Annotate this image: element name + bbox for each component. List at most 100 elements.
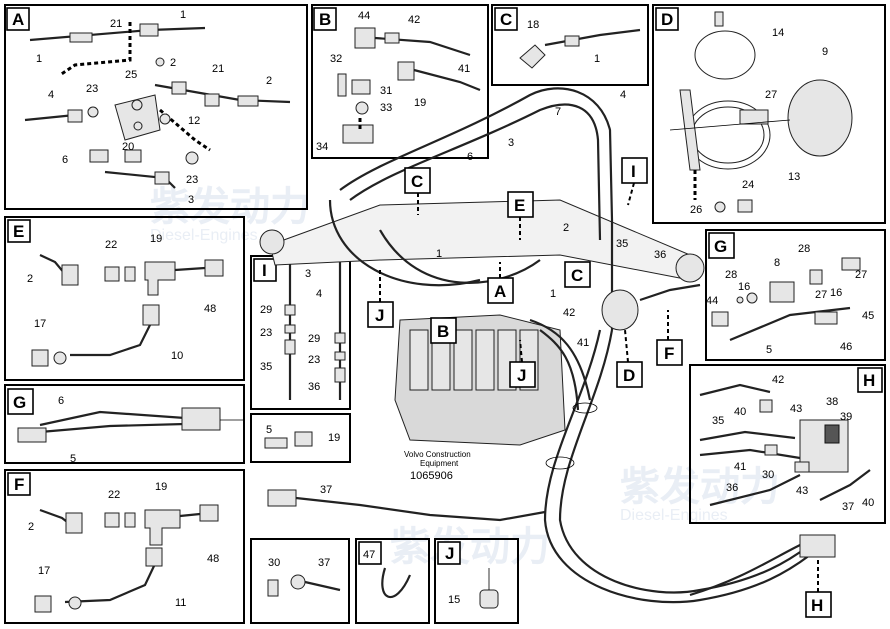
- callout: 16: [830, 287, 842, 299]
- callout: 4: [620, 89, 626, 101]
- callout: 36: [726, 482, 738, 494]
- callout: 39: [840, 411, 852, 423]
- watermark-sub: Diesel-Engines: [620, 507, 728, 524]
- panel-30-37: 30 37: [250, 538, 350, 624]
- panel-e-tag: E: [13, 222, 24, 241]
- callout: 43: [790, 403, 802, 415]
- callout: 2: [27, 273, 33, 285]
- callout: 42: [563, 307, 575, 319]
- callout: 30: [268, 557, 280, 569]
- main-tag-b: B: [437, 322, 449, 341]
- callout: 27: [765, 89, 777, 101]
- callout: 19: [150, 233, 162, 245]
- callout: 2: [563, 222, 569, 234]
- main-tag-c2: C: [571, 266, 583, 285]
- callout: 19: [328, 432, 340, 444]
- callout: 16: [738, 281, 750, 293]
- panel-g-tag: G: [13, 393, 26, 412]
- caption-line1: Volvo Construction: [404, 450, 471, 459]
- callout: 19: [414, 97, 426, 109]
- panel-b: B 44 42 32 31 33 41 19 34: [311, 4, 489, 159]
- callout: 48: [207, 553, 219, 565]
- panel-g-left: G 6 5: [4, 384, 245, 465]
- callout: 9: [822, 46, 828, 58]
- callout: 30: [762, 469, 774, 481]
- callout: 7: [555, 106, 561, 118]
- callout: 2: [170, 57, 176, 69]
- callout: 34: [316, 141, 328, 153]
- panel-g-detail: 5 19: [250, 413, 351, 463]
- callout: 17: [38, 565, 50, 577]
- callout: 31: [380, 85, 392, 97]
- watermark-brand: 紫发动力: [150, 185, 310, 229]
- panel-g-right: G 28 27 8 28 16 27 16 44 45 5 46: [705, 229, 886, 361]
- panel-h-tag: H: [863, 371, 875, 390]
- panel-j-tag: J: [445, 544, 454, 563]
- callout: 5: [266, 424, 272, 436]
- callout: 35: [260, 361, 272, 373]
- panel-h: H 42 38 40 43 35 39 41 30 36 43 37 40: [689, 364, 886, 524]
- main-tag-i: I: [631, 162, 636, 181]
- callout: 23: [260, 327, 272, 339]
- callout: 37: [320, 484, 332, 496]
- callout: 10: [171, 350, 183, 362]
- callout: 8: [774, 257, 780, 269]
- callout: 35: [616, 238, 628, 250]
- callout: 23: [308, 354, 320, 366]
- callout: 41: [734, 461, 746, 473]
- callout: 1: [594, 53, 600, 65]
- callout: 40: [862, 497, 874, 509]
- callout: 3: [508, 137, 514, 149]
- callout: 3: [188, 194, 194, 206]
- panel-b-tag: B: [319, 10, 331, 29]
- callout: 47: [363, 549, 375, 561]
- watermark-brand: 紫发动力: [620, 465, 780, 509]
- main-tag-j2: J: [517, 366, 526, 385]
- callout: 4: [316, 288, 322, 300]
- callout: 1: [36, 53, 42, 65]
- callout: 41: [577, 337, 589, 349]
- caption-number: 1065906: [410, 470, 453, 482]
- panel-d-tag: D: [661, 10, 673, 29]
- callout: 1: [436, 248, 442, 260]
- panel-i-tag: I: [262, 261, 267, 280]
- callout: 36: [308, 381, 320, 393]
- callout: 48: [204, 303, 216, 315]
- callout: 36: [654, 249, 666, 261]
- callout: 11: [175, 597, 186, 609]
- callout: 14: [772, 27, 784, 39]
- callout: 41: [458, 63, 470, 75]
- main-assembly: Volvo Construction Equipment 1065906 3 7…: [259, 87, 836, 618]
- callout: 1: [180, 9, 186, 21]
- callout: 20: [122, 141, 134, 153]
- callout: 17: [34, 318, 46, 330]
- callout: 24: [742, 179, 754, 191]
- callout: 25: [125, 69, 137, 81]
- main-tag-f: F: [664, 344, 674, 363]
- main-tag-j: J: [375, 306, 384, 325]
- callout: 27: [855, 269, 867, 281]
- callout: 35: [712, 415, 724, 427]
- callout: 2: [28, 521, 34, 533]
- callout: 23: [86, 83, 98, 95]
- callout: 43: [796, 485, 808, 497]
- panel-a: A 1 21 1 25 2: [4, 4, 308, 210]
- main-tag-d: D: [623, 366, 635, 385]
- callout: 22: [108, 489, 120, 501]
- callout: 44: [706, 295, 718, 307]
- panel-f-tag: F: [14, 475, 24, 494]
- main-tag-a: A: [494, 282, 506, 301]
- panel-a-tag: A: [12, 10, 24, 29]
- callout: 37: [318, 557, 330, 569]
- panel-47: 47: [355, 538, 430, 624]
- callout: 2: [266, 75, 272, 87]
- panel-g-right-tag: G: [714, 237, 727, 256]
- callout: 18: [527, 19, 539, 31]
- callout: 27: [815, 289, 827, 301]
- callout: 29: [260, 304, 272, 316]
- callout: 5: [70, 453, 76, 465]
- callout: 3: [305, 268, 311, 280]
- callout: 28: [798, 243, 810, 255]
